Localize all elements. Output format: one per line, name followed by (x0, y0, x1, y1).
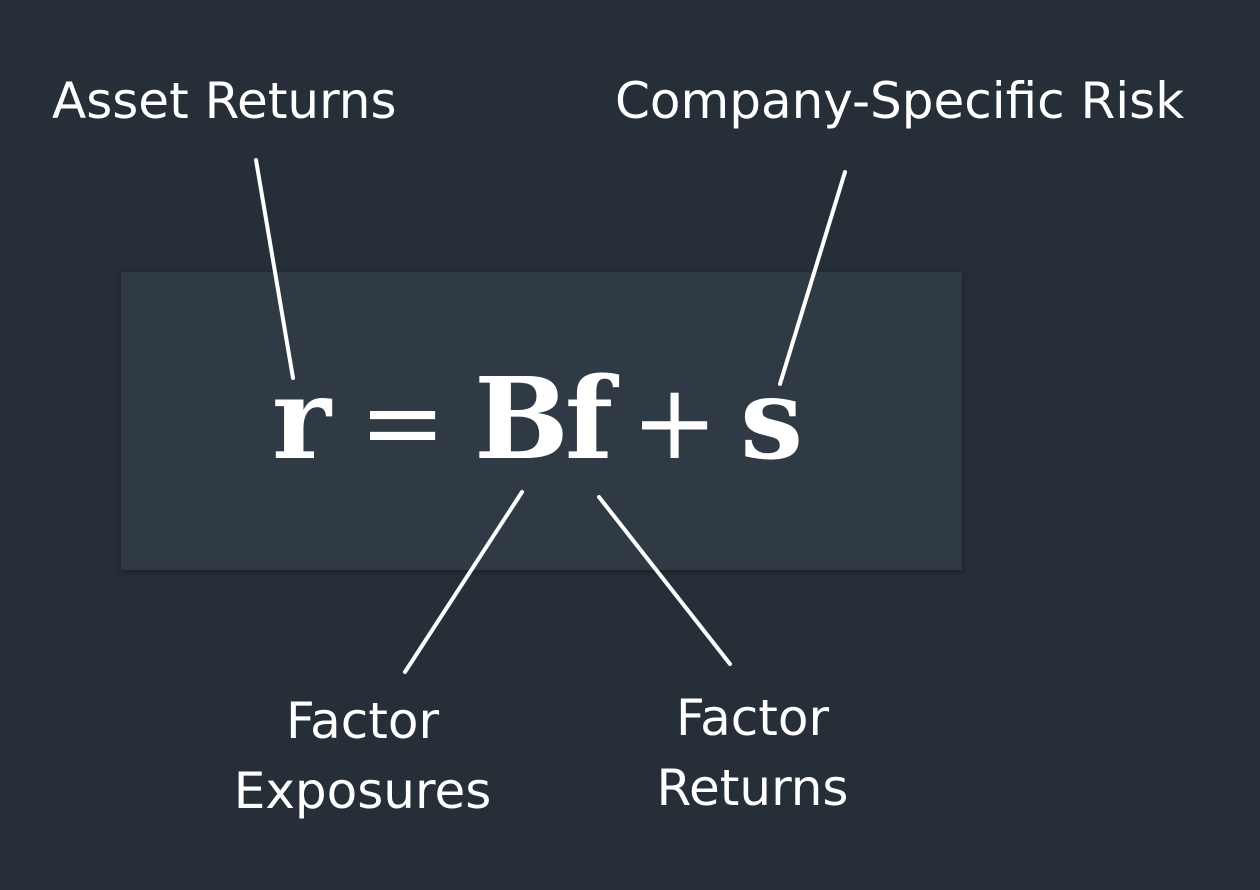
company-specific-risk-label: Company-Specific Risk (615, 72, 1185, 130)
factor-returns-label: Factor Returns (630, 683, 875, 823)
specific-risk-symbol: s (740, 354, 804, 485)
connector-factor-returns (597, 495, 732, 666)
asset-returns-label: Asset Returns (52, 72, 397, 130)
connector-asset-returns (254, 158, 295, 380)
connector-company-specific-risk (778, 170, 847, 386)
factor-model-equation: r = Bf + s (272, 354, 804, 485)
factor-exposures-line-2: Exposures (233, 762, 492, 820)
equals-sign: = (359, 361, 447, 483)
connector-factor-exposures (403, 490, 524, 674)
asset-returns-symbol: r (272, 354, 332, 485)
factor-returns-line-2: Returns (656, 759, 849, 817)
equation-box (121, 272, 962, 570)
factor-exposures-label: Factor Exposures (210, 686, 515, 826)
factor-returns-line-1: Factor (675, 689, 830, 747)
factor-exposures-line-1: Factor (285, 692, 440, 750)
factor-term: Bf (474, 354, 613, 485)
plus-sign: + (631, 361, 719, 483)
